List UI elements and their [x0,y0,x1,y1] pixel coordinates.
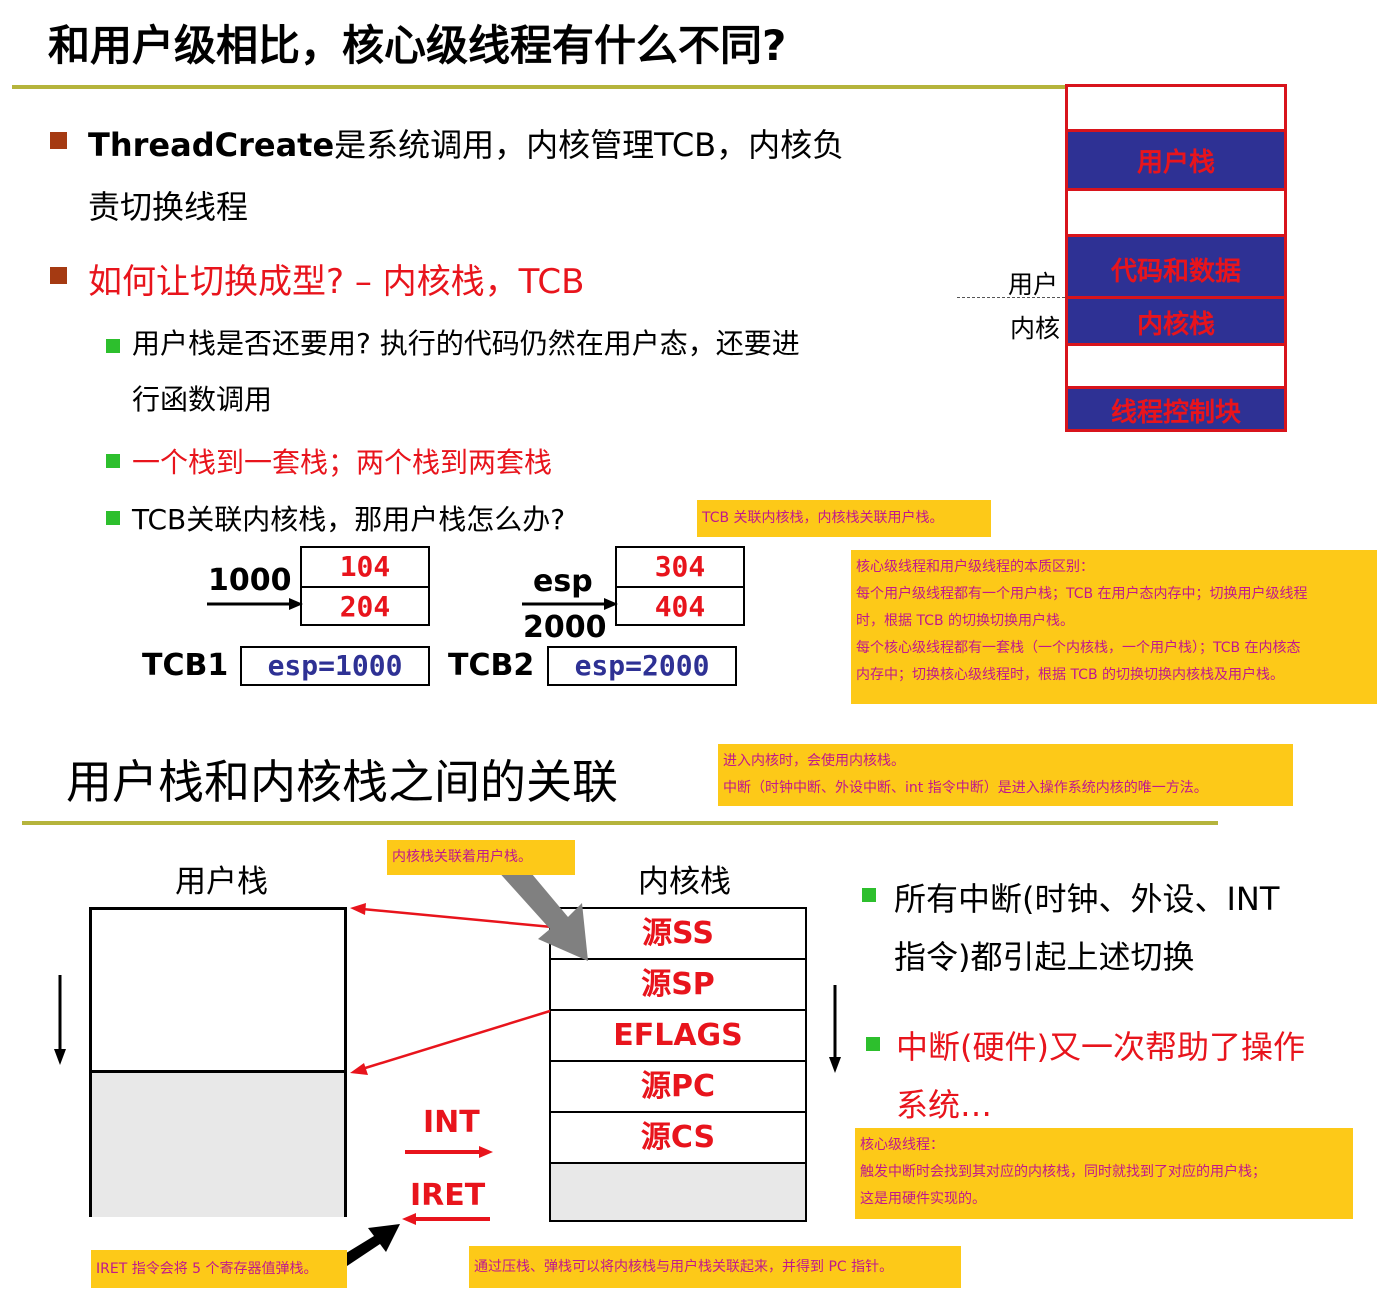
note-kernel-links-user: 内核栈关联着用户栈。 [387,840,575,875]
bullet-threadcreate-line2: 责切换线程 [88,188,249,226]
note-essence-line: 内存中；切换核心级线程时，根据 TCB 的切换切换内核栈及用户栈。 [856,667,1285,683]
user-stack-used-region [92,1070,344,1217]
note-enter-kernel-line: 进入内核时，会使用内核栈。 [723,753,905,769]
tcb2-stack-cell-top: 304 [617,548,743,588]
sub-bullet-stack-sets: 一个栈到一套栈；两个栈到两套栈 [132,446,553,479]
tcb1-stack: 104 204 [300,546,430,626]
int-label: INT [423,1105,480,1140]
note-tcb-link: TCB 关联内核栈，内核栈关联用户栈。 [697,500,991,537]
memory-user-label: 用户 [1008,270,1059,299]
user-stack-box [89,907,347,1217]
tcb2-stack: 304 404 [615,546,745,626]
note-essence-line: 时，根据 TCB 的切换切换用户栈。 [856,613,1075,629]
note-kernel-thread: 核心级线程： 触发中断时会找到其对应的内核栈，同时就找到了对应的用户栈； 这是用… [855,1128,1353,1219]
bullet-all-interrupts-line2: 指令)都引起上述切换 [894,938,1195,976]
kernel-stack-box: 源SS 源SP EFLAGS 源PC 源CS [549,907,807,1222]
bullet-threadcreate: ThreadCreate是系统调用，内核管理TCB，内核负 [88,120,844,166]
title-rule [12,85,1067,89]
bullet-square [50,267,67,284]
tcb2-stack-cell-bottom: 404 [654,590,706,623]
note-enter-kernel-line: 中断（时钟中断、外设中断、int 指令中断）是进入操作系统内核的唯一方法。 [723,780,1208,796]
bullet-square [866,1037,880,1051]
note-essence-line: 核心级线程和用户级线程的本质区别： [856,559,1094,575]
tcb1-address-label: 1000 [208,563,292,598]
tcb2-address-label: 2000 [523,610,607,645]
slide2-title: 用户栈和内核栈之间的关联 [66,755,618,809]
pointer-arrow-black [338,1224,400,1268]
note-enter-kernel: 进入内核时，会使用内核栈。 中断（时钟中断、外设中断、int 指令中断）是进入操… [718,744,1293,806]
tcb1-stack-cell-bottom: 204 [339,590,391,623]
memory-empty-block [1065,191,1287,237]
sub-bullet-tcb-kernel-stack: TCB关联内核栈，那用户栈怎么办? [132,503,566,536]
kernel-stack-cell-sp: 源SP [549,960,807,1011]
kernel-stack-empty-region [549,1164,807,1222]
title-rule [22,821,1218,825]
iret-label: IRET [410,1178,486,1213]
note-essence: 核心级线程和用户级线程的本质区别： 每个用户级线程都有一个用户栈；TCB 在用户… [851,550,1377,704]
memory-tcb: 线程控制块 [1065,389,1287,432]
bullet-hardware-help-line1: 中断(硬件)又一次帮助了操作 [896,1028,1305,1066]
threadcreate-term: ThreadCreate [88,126,335,164]
kernel-stack-cell-pc: 源PC [549,1062,807,1113]
tcb2-esp-field: esp=2000 [547,646,737,686]
note-kernel-thread-line: 这是用硬件实现的。 [860,1191,986,1207]
bullet-hardware-help-line2: 系统… [896,1086,993,1124]
memory-kernel-label: 内核 [1010,314,1061,343]
bullet-threadcreate-line1: 是系统调用，内核管理TCB，内核负 [334,126,845,164]
note-iret: IRET 指令会将 5 个寄存器值弹栈。 [91,1250,347,1288]
sub-bullet-square [106,454,120,468]
pointer-arrow-gray [496,855,588,961]
kernel-stack-heading: 内核栈 [638,864,731,900]
tcb1-pointer-arrow [207,598,303,610]
memory-kernel-stack: 内核栈 [1065,299,1287,346]
bullet-square [50,132,67,149]
memory-layout: 用户栈 代码和数据 内核栈 线程控制块 [1065,84,1287,432]
kernel-stack-cell-cs: 源CS [549,1113,807,1164]
kernel-stack-cell-eflags: EFLAGS [549,1011,807,1062]
memory-empty-block [1065,87,1287,132]
note-kernel-thread-line: 核心级线程： [860,1137,944,1153]
bullet-all-interrupts-line1: 所有中断(时钟、外设、INT [894,880,1280,918]
memory-user-stack: 用户栈 [1065,132,1287,191]
sub-bullet-square [106,339,120,353]
tcb1-esp-field: esp=1000 [240,646,430,686]
bullet-square [862,888,876,902]
tcb1-label: TCB1 [142,648,229,683]
tcb2-label: TCB2 [448,648,535,683]
int-arrow [405,1146,493,1158]
tcb1-stack-cell-top: 104 [302,548,428,588]
memory-empty-block [1065,346,1287,389]
note-kernel-thread-line: 触发中断时会找到其对应的内核栈，同时就找到了对应的用户栈； [860,1164,1266,1180]
note-push-pop: 通过压栈、弹栈可以将内核栈与用户栈关联起来，并得到 PC 指针。 [469,1246,961,1288]
user-stack-heading: 用户栈 [175,864,268,900]
note-essence-line: 每个核心级线程都有一套栈（一个内核栈，一个用户栈）；TCB 在内核态 [856,640,1301,656]
stack-link-arrows [350,903,553,1075]
user-stack-growth-arrow [54,975,66,1065]
esp-pointer-arrow [522,598,618,610]
bullet-how-to-switch: 如何让切换成型? – 内核栈，TCB [88,262,585,302]
kernel-stack-growth-arrow [829,985,841,1073]
user-kernel-divider [957,297,1065,298]
sub-bullet-user-stack-line1: 用户栈是否还要用? 执行的代码仍然在用户态，还要进 [132,327,800,360]
sub-bullet-square [106,511,120,525]
esp-register-label: esp [533,564,593,599]
iret-arrow [402,1213,490,1225]
note-essence-line: 每个用户级线程都有一个用户栈；TCB 在用户态内存中；切换用户级线程 [856,586,1308,602]
sub-bullet-user-stack-line2: 行函数调用 [132,383,273,416]
slide1-title: 和用户级相比，核心级线程有什么不同? [48,21,787,70]
memory-code-data: 代码和数据 [1065,237,1287,299]
